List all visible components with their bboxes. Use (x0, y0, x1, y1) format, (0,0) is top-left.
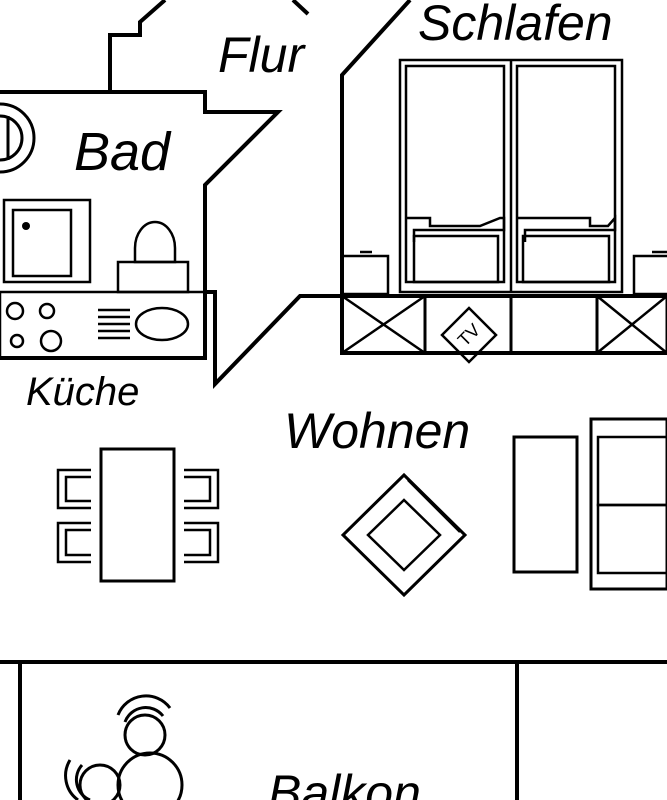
door-arc-icon (0, 102, 36, 174)
flur-wall-top (108, 0, 167, 92)
room-label-bad: Bad (74, 122, 172, 182)
room-label-balkon: Balkon (268, 765, 421, 800)
left-mattress (404, 64, 506, 284)
nightstand-right (632, 254, 667, 296)
toilet-icon (133, 220, 177, 264)
armchair-icon (340, 472, 468, 598)
room-label-kueche: Küche (26, 370, 139, 414)
patio-chair-icon (64, 759, 122, 800)
chair-icon (184, 468, 220, 510)
wardrobe-x-right-b (596, 295, 667, 354)
door-arc-inner (0, 114, 24, 162)
sofa-icon (589, 417, 667, 591)
coffee-table (512, 435, 579, 574)
nightstand-left (340, 254, 390, 296)
living-area (340, 417, 667, 598)
kitchen-counter (0, 290, 207, 360)
room-label-schlafen: Schlafen (418, 0, 613, 51)
chair-icon (56, 468, 91, 510)
room-label-wohnen: Wohnen (284, 403, 470, 459)
right-mattress (515, 64, 617, 284)
dining-table-icon (99, 447, 176, 583)
left-blanket (412, 234, 500, 284)
kitchen-sink-icon (98, 306, 190, 342)
toilet-tank (116, 260, 190, 294)
right-pillow (517, 214, 617, 242)
flur-door-edge (291, 0, 310, 16)
stove-icon (5, 301, 63, 353)
wardrobe-row: TV (340, 294, 667, 364)
bedroom (340, 58, 667, 296)
tv-label: TV (454, 320, 484, 350)
wardrobe-x-left-b (341, 294, 426, 355)
bad-outline (0, 90, 283, 292)
kitchen (0, 290, 207, 360)
sink-basin (11, 208, 73, 278)
dining-area (56, 447, 220, 583)
patio-table-icon (116, 751, 184, 800)
chair-icon (56, 521, 91, 564)
chair-icon (184, 521, 220, 564)
wardrobe (340, 294, 667, 355)
sink-icon (2, 198, 92, 284)
sink-drain (22, 222, 30, 230)
left-pillow (406, 216, 506, 242)
balcony (64, 694, 184, 800)
room-label-flur: Flur (218, 27, 306, 83)
patio-chair-icon (116, 694, 172, 757)
right-blanket (521, 234, 611, 284)
